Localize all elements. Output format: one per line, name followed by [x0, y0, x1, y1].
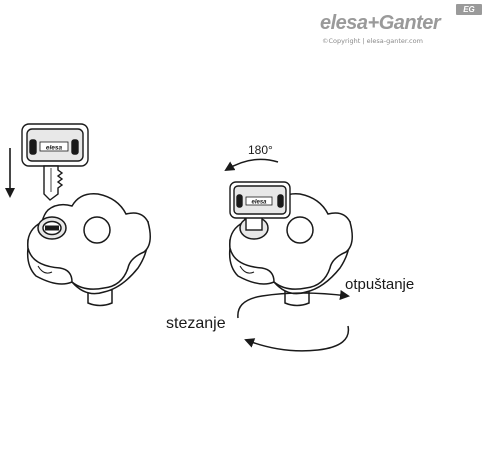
key-left: elesa [21, 123, 89, 201]
key-logo-left: elesa [46, 145, 63, 152]
rotation-label: 180° [248, 143, 273, 157]
rotate-180-arrow [224, 158, 279, 172]
release-label: otpuštanje [345, 276, 415, 293]
key-logo-right: elesa [251, 200, 267, 206]
key-right: elesa [229, 181, 291, 231]
brand-badge: EG [456, 4, 482, 15]
tighten-arrow [244, 325, 350, 352]
knob-left [26, 193, 151, 307]
tighten-label: stezanje [166, 315, 226, 332]
brand-logo: elesa+Ganter EG ©Copyright | elesa-gante… [312, 4, 484, 50]
brand-copyright: ©Copyright | elesa-ganter.com [322, 37, 423, 45]
release-arrow [237, 290, 350, 319]
brand-name: elesa+Ganter [320, 12, 441, 34]
